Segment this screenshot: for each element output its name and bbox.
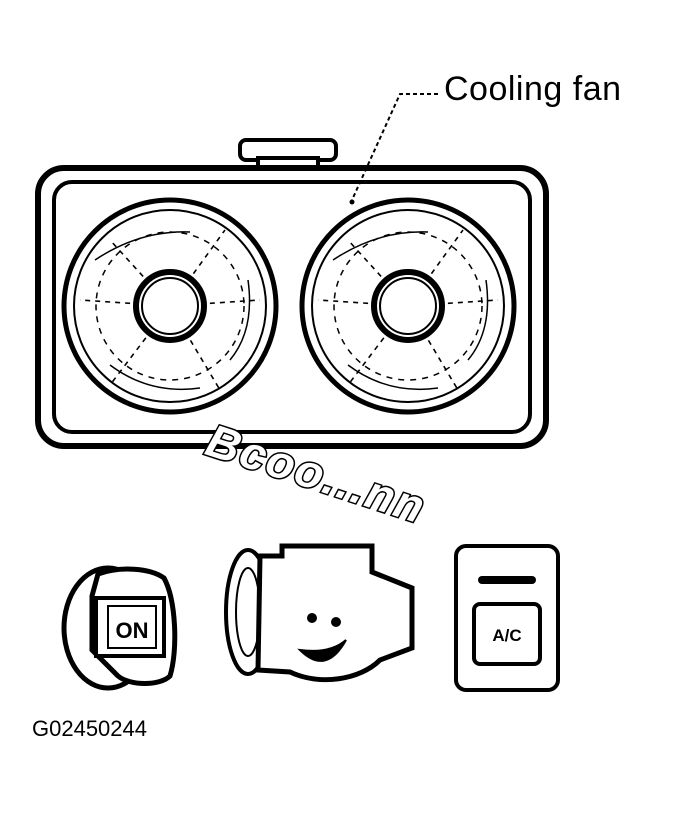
ignition-key-label: ON (116, 618, 149, 643)
engine-cartoon-icon (224, 543, 415, 683)
ac-switch: A/C (454, 544, 560, 692)
ac-switch-label: A/C (492, 626, 521, 645)
cooling-fan-left (61, 197, 279, 415)
cooling-fan-right (299, 197, 517, 415)
ignition-key: ON (61, 565, 178, 691)
cooling-fan-label: Cooling fan (444, 70, 622, 108)
figure-id: G02450244 (32, 716, 147, 741)
callout-leader (349, 93, 438, 205)
